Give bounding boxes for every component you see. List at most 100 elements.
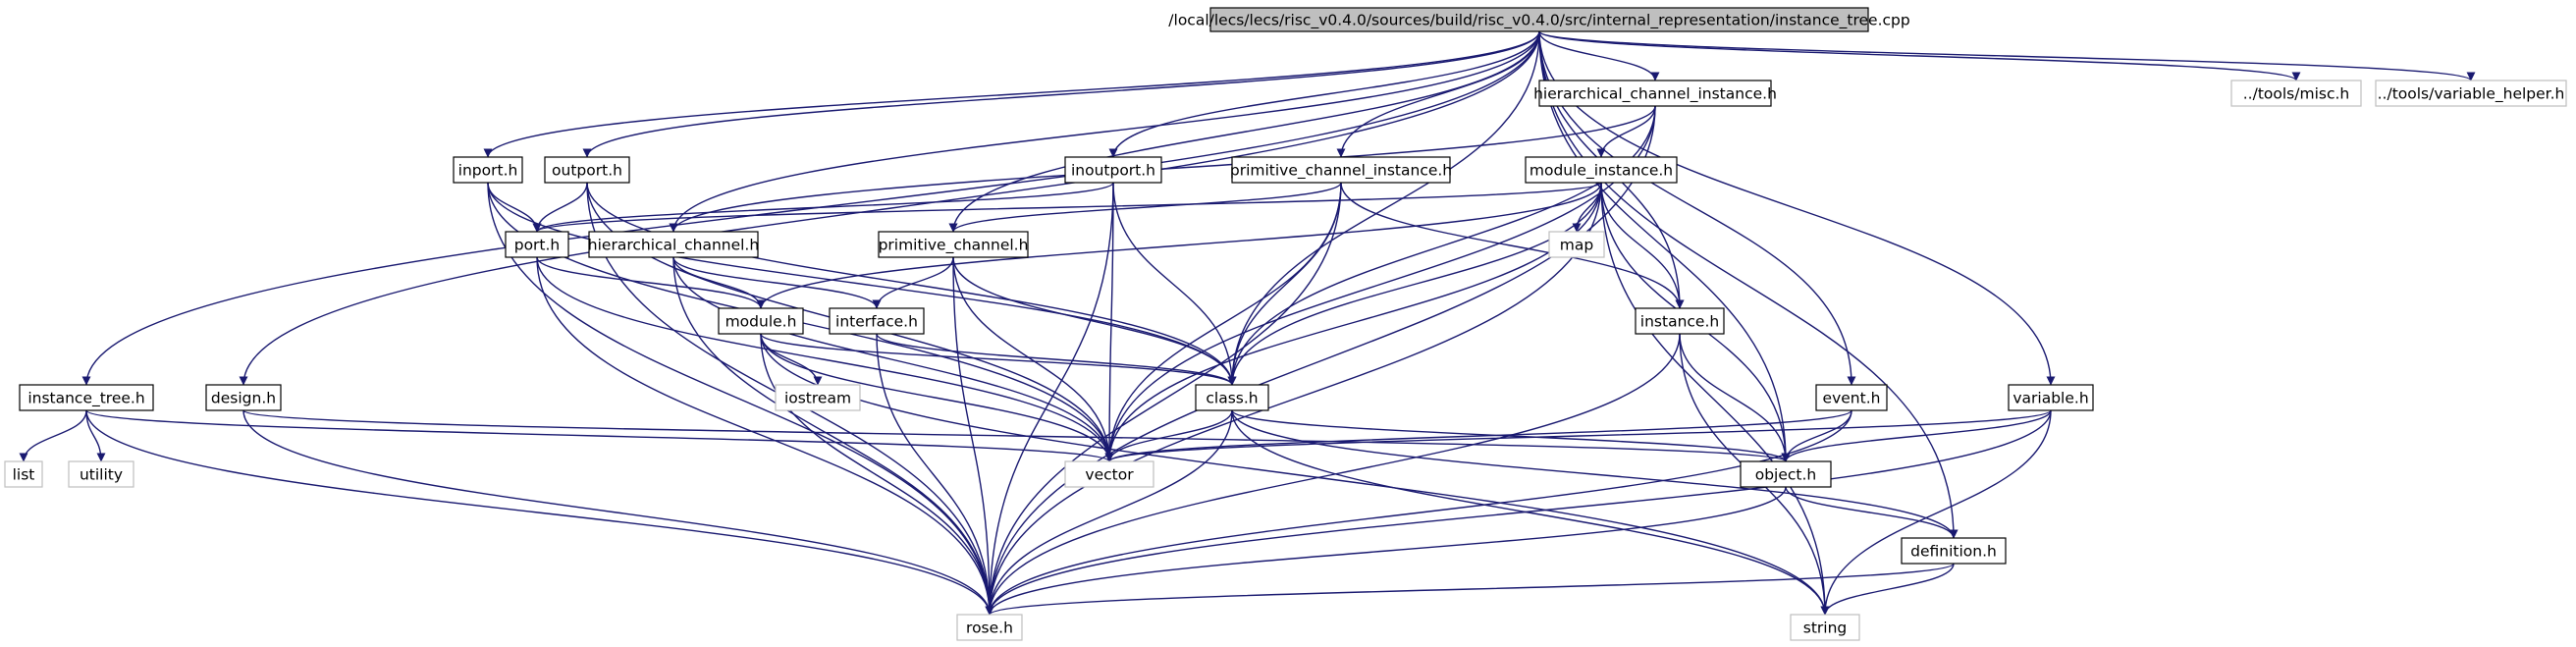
node-design[interactable]: design.h — [205, 384, 282, 411]
node-list: list — [4, 460, 43, 488]
node-object-box — [1740, 460, 1832, 488]
node-instance-label: instance.h — [1640, 313, 1719, 331]
node-variable-box — [2008, 384, 2094, 411]
edge-object-to-definition — [1785, 486, 1959, 539]
node-pc[interactable]: primitive_channel.h — [878, 231, 1029, 258]
node-root-box — [1209, 7, 1869, 32]
edge-module-to-vector — [760, 333, 1114, 462]
edge-class-to-object — [1231, 409, 1791, 462]
node-it[interactable]: instance_tree.h — [19, 384, 154, 411]
node-root-label: /local/lecs/lecs/risc_v0.4.0/sources/bui… — [1168, 12, 1909, 30]
node-string-box — [1790, 614, 1860, 641]
edge-pc-to-vector — [952, 256, 1114, 462]
node-definition[interactable]: definition.h — [1901, 537, 2007, 565]
edge-variable-to-object — [1781, 409, 2052, 462]
node-class-label: class.h — [1206, 390, 1258, 407]
node-object-label: object.h — [1755, 466, 1817, 484]
node-mi[interactable]: module_instance.h — [1525, 156, 1678, 184]
edge-root-to-class — [1227, 30, 1540, 386]
edge-pc-to-rose — [952, 256, 994, 616]
edge-root-to-varhelper — [1538, 30, 2476, 81]
edge-hc-to-module — [672, 256, 766, 309]
node-mi-box — [1525, 156, 1678, 184]
edge-port-to-vector — [536, 256, 1114, 462]
node-class[interactable]: class.h — [1195, 384, 1269, 411]
node-inoutport[interactable]: inoutport.h — [1064, 156, 1162, 184]
node-mi-label: module_instance.h — [1530, 162, 1673, 181]
edge-object-to-rose — [985, 486, 1787, 616]
edge-instance-to-object — [1679, 333, 1791, 462]
edge-port-to-module — [536, 256, 766, 309]
node-event[interactable]: event.h — [1815, 384, 1888, 411]
node-port[interactable]: port.h — [505, 231, 569, 258]
node-hci-box — [1538, 80, 1772, 107]
node-inoutport-label: inoutport.h — [1071, 162, 1155, 180]
node-map: map — [1548, 231, 1605, 258]
node-event-box — [1815, 384, 1888, 411]
node-hc[interactable]: hierarchical_channel.h — [588, 231, 759, 258]
node-iostream: iostream — [775, 384, 861, 411]
edge-definition-to-rose — [985, 563, 1955, 616]
edge-variable-to-vector — [1104, 409, 2052, 462]
edges-layer — [19, 30, 2476, 616]
node-hc-box — [588, 231, 759, 258]
node-interface-label: interface.h — [835, 313, 918, 331]
edge-class-to-string — [1231, 409, 1830, 616]
node-interface-box — [829, 307, 925, 335]
node-module[interactable]: module.h — [718, 307, 804, 335]
edge-root-to-pci — [1336, 30, 1540, 158]
node-utility-box — [68, 460, 134, 488]
edge-interface-to-class — [876, 333, 1237, 386]
node-inport[interactable]: inport.h — [453, 156, 523, 184]
node-port-label: port.h — [514, 237, 561, 254]
edge-mi-to-instance — [1600, 182, 1685, 309]
node-map-box — [1548, 231, 1605, 258]
edge-it-to-vector — [85, 409, 1114, 462]
edge-module-to-class — [760, 333, 1237, 386]
edge-pci-to-pc — [948, 182, 1342, 233]
node-interface[interactable]: interface.h — [829, 307, 925, 335]
node-outport[interactable]: outport.h — [544, 156, 630, 184]
edge-mi-to-rose — [985, 182, 1602, 616]
node-pci[interactable]: primitive_channel_instance.h — [1230, 156, 1452, 184]
edge-event-to-rose — [985, 409, 1852, 616]
node-module-box — [718, 307, 804, 335]
node-hci-label: hierarchical_channel_instance.h — [1533, 85, 1777, 104]
node-utility-label: utility — [80, 466, 123, 484]
edge-pci-to-vector — [1104, 182, 1342, 462]
edge-class-to-definition — [1231, 409, 1959, 539]
node-module-label: module.h — [725, 313, 797, 331]
node-string: string — [1790, 614, 1860, 641]
edge-inoutport-to-rose — [985, 182, 1114, 616]
edge-it-to-list — [19, 409, 87, 462]
edge-pc-to-interface — [872, 256, 954, 309]
edge-root-to-hc — [669, 30, 1540, 233]
edge-mi-to-port — [532, 182, 1602, 233]
node-pci-label: primitive_channel_instance.h — [1230, 162, 1452, 181]
node-port-box — [505, 231, 569, 258]
node-hci[interactable]: hierarchical_channel_instance.h — [1533, 80, 1777, 107]
edge-mi-to-module — [756, 182, 1602, 309]
edge-interface-to-rose — [876, 333, 994, 616]
edge-class-to-vector — [1104, 409, 1233, 462]
node-outport-label: outport.h — [552, 162, 622, 180]
edge-hci-to-rose — [985, 105, 1656, 616]
edge-event-to-vector — [1104, 409, 1852, 462]
edge-it-to-rose — [85, 409, 994, 616]
node-string-label: string — [1803, 620, 1848, 637]
node-instance[interactable]: instance.h — [1635, 307, 1725, 335]
node-object[interactable]: object.h — [1740, 460, 1832, 488]
edge-inport-to-rose — [487, 182, 994, 616]
node-variable[interactable]: variable.h — [2008, 384, 2094, 411]
edge-pci-to-rose — [985, 182, 1342, 616]
node-varhelper: ../tools/variable_helper.h — [2375, 80, 2567, 107]
edge-module-to-rose — [760, 333, 994, 616]
node-inport-box — [453, 156, 523, 184]
root-file-node: /local/lecs/lecs/risc_v0.4.0/sources/bui… — [1168, 7, 1910, 32]
node-class-box — [1195, 384, 1269, 411]
node-event-label: event.h — [1823, 390, 1881, 407]
node-varhelper-box — [2375, 80, 2567, 107]
node-vector-label: vector — [1085, 466, 1134, 484]
edge-hc-to-vector — [672, 256, 1114, 462]
